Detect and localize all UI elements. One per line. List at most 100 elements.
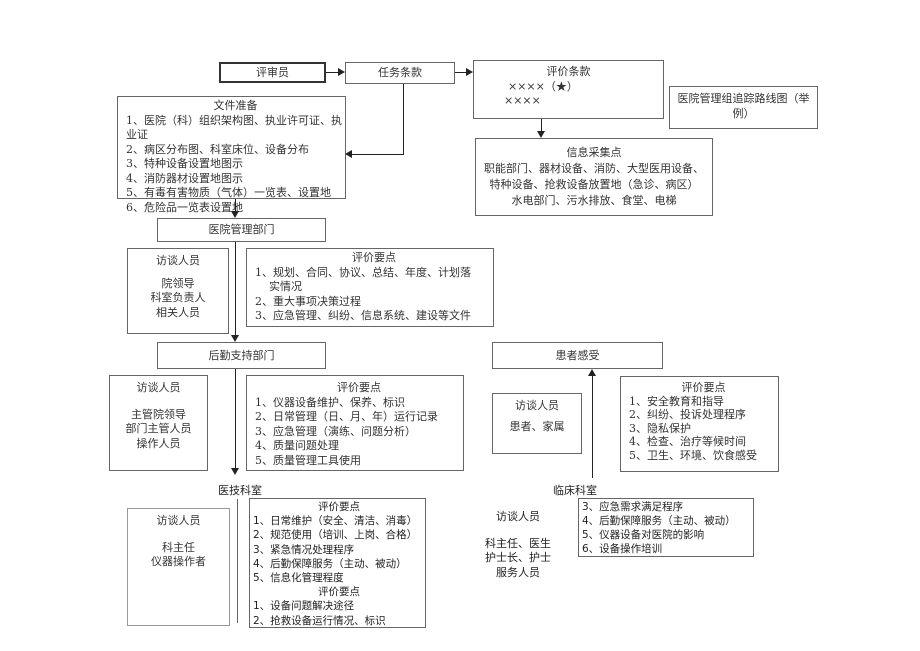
eval-item: 4、检查、治疗等候时间 [629, 435, 746, 448]
logistics-interview-box: 访谈人员 主管院领导 部门主管人员 操作人员 [109, 375, 208, 471]
eval-item: 2、抢救设备运行情况、标识 [253, 614, 386, 627]
interviewee: 服务人员 [496, 565, 540, 579]
eval-item: 3、应急管理、纠纷、信息系统、建设等文件 [255, 309, 471, 322]
doc-prep-item: 1、医院（科）组织架构图、执业许可证、执业证 [126, 113, 342, 142]
eval-item: 2、重大事项决策过程 [255, 294, 361, 308]
eval-item: 3、紧急情况处理程序 [253, 543, 355, 556]
info-points-line: 职能部门、器材设备、消防、大型医用设备、 [484, 162, 704, 175]
arrow-right-icon [466, 68, 473, 76]
eval-item: 2、规范使用（培训、上岗、合格） [253, 529, 418, 542]
eval-item: 3、应急需求满足程序 [582, 501, 684, 513]
interview-title: 访谈人员 [496, 510, 540, 523]
diagram-legend-title: 医院管理组追踪路线图（举例） [669, 86, 818, 129]
doc-prep-item: 2、病区分布图、科室床位、设备分布 [126, 142, 309, 156]
arrow-down-icon [231, 468, 239, 475]
eval-clause-title: 评价条款 [546, 65, 591, 78]
arrow-right-icon [338, 68, 345, 76]
mgmt-eval-box: 评价要点 1、规划、合同、协议、总结、年度、计划落 实情况 2、重大事项决策过程… [246, 248, 494, 327]
eval-item: 3、隐私保护 [629, 421, 691, 435]
eval-title: 评价要点 [337, 381, 381, 394]
interviewee: 仪器操作者 [151, 555, 206, 568]
eval-item: 1、安全教育和指导 [629, 394, 724, 408]
interviewee: 科室负责人 [150, 291, 206, 304]
arrow-down-icon [537, 131, 545, 138]
eval-title: 评价要点 [352, 251, 396, 264]
eval-title: 评价要点 [318, 501, 360, 513]
eval-item: 4、后勤保障服务（主动、被动） [582, 515, 736, 527]
clinical-eval-box: 3、应急需求满足程序 4、后勤保障服务（主动、被动） 5、仪器设备对医院的影响 … [578, 498, 754, 557]
info-points-line: 特种设备、抢救设备放置地（急诊、病区） [489, 178, 699, 191]
info-points-line: 水电部门、污水排放、食堂、电梯 [511, 194, 677, 207]
mgmt-interview-title: 访谈人员 [156, 254, 200, 267]
eval-clause-line2: ×××× [504, 94, 541, 107]
interviewee: 护士长、护士 [485, 551, 551, 564]
interviewee: 主管院领导 [131, 407, 186, 421]
doc-prep-item: 6、危险品一览表设置地 [126, 200, 243, 214]
connector [326, 72, 338, 73]
medtech-label: 医技科室 [218, 484, 262, 497]
medtech-bracket [237, 499, 238, 623]
eval-item: 5、信息化管理程度 [253, 572, 344, 585]
task-clause-label: 任务条款 [378, 66, 422, 79]
clinical-interview: 访谈人员 科主任、医生 护士长、护士 服务人员 [470, 510, 566, 580]
doc-prep-item: 5、有毒有害物质（气体）一览表、设置地 [126, 186, 331, 199]
connector [592, 376, 593, 478]
reviewer-box: 评审员 [219, 62, 326, 83]
mgmt-dept-box: 医院管理部门 [157, 218, 326, 242]
info-points-title: 信息采集点 [566, 146, 622, 159]
connector [352, 154, 404, 155]
eval-item: 1、规划、合同、协议、总结、年度、计划落 [255, 265, 471, 279]
doc-prep-title: 文件准备 [213, 99, 258, 112]
clinical-label: 临床科室 [553, 484, 597, 497]
eval-item: 1、仪器设备维护、保养、标识 [255, 395, 405, 409]
doc-prep-item: 3、特种设备设置地图示 [126, 157, 243, 170]
arrow-left-icon [345, 150, 352, 158]
arrow-up-icon [588, 369, 596, 376]
medtech-eval-box: 评价要点 1、日常维护（安全、清洁、消毒） 2、规范使用（培训、上岗、合格） 3… [249, 498, 426, 628]
eval-item: 1、日常维护（安全、清洁、消毒） [253, 515, 418, 528]
eval-item: 1、设备问题解决途径 [253, 600, 355, 613]
interview-title: 访谈人员 [515, 399, 559, 412]
connector [235, 369, 236, 468]
logistics-eval-box: 评价要点 1、仪器设备维护、保养、标识 2、日常管理（日、月、年）运行记录 3、… [246, 375, 464, 471]
eval-title: 评价要点 [318, 586, 360, 599]
mgmt-interview-box: 访谈人员 院领导 科室负责人 相关人员 [127, 248, 229, 334]
eval-clause-box: 评价条款 ××××（★） ×××× [473, 60, 664, 119]
eval-title: 评价要点 [681, 381, 726, 394]
interviewee: 部门主管人员 [125, 422, 192, 435]
eval-item: 4、后勤保障服务（主动、被动） [253, 557, 407, 570]
info-points-box: 信息采集点 职能部门、器材设备、消防、大型医用设备、 特种设备、抢救设备放置地（… [475, 138, 713, 216]
eval-item: 5、仪器设备对医院的影响 [582, 529, 705, 541]
reviewer-label: 评审员 [256, 66, 289, 79]
patient-box: 患者感受 [492, 342, 663, 369]
eval-item: 2、日常管理（日、月、年）运行记录 [255, 410, 438, 423]
task-clause-box: 任务条款 [345, 62, 455, 84]
interview-title: 访谈人员 [136, 381, 181, 394]
arrow-down-icon [231, 211, 239, 218]
interviewee: 患者、家属 [509, 419, 565, 433]
interviewee: 院领导 [161, 276, 195, 290]
connector [235, 199, 236, 211]
eval-item: 4、质量问题处理 [255, 439, 339, 452]
eval-item: 3、应急管理（演练、问题分析） [255, 424, 416, 438]
connector [541, 119, 542, 131]
eval-item: 6、设备操作培训 [582, 543, 663, 555]
interviewee: 科主任、医生 [485, 536, 551, 550]
eval-item: 5、质量管理工具使用 [255, 453, 361, 467]
connector [403, 84, 404, 155]
doc-prep-item: 4、消防器材设置地图示 [126, 171, 243, 185]
interviewee: 相关人员 [156, 305, 200, 319]
eval-clause-line1: ××××（★） [508, 79, 578, 93]
connector [455, 72, 466, 73]
connector [235, 242, 236, 335]
logistics-box: 后勤支持部门 [157, 342, 326, 369]
patient-eval-box: 评价要点 1、安全教育和指导 2、纠纷、投诉处理程序 3、隐私保护 4、检查、治… [620, 376, 779, 472]
patient-interview-box: 访谈人员 患者、家属 [492, 393, 582, 454]
eval-item: 实情况 [269, 280, 302, 293]
eval-item: 5、卫生、环境、饮食感受 [629, 448, 757, 462]
interviewee: 操作人员 [136, 436, 181, 450]
interviewee: 科主任 [162, 540, 195, 554]
eval-item: 2、纠纷、投诉处理程序 [629, 408, 746, 421]
medtech-interview-box: 访谈人员 科主任 仪器操作者 [127, 508, 230, 626]
